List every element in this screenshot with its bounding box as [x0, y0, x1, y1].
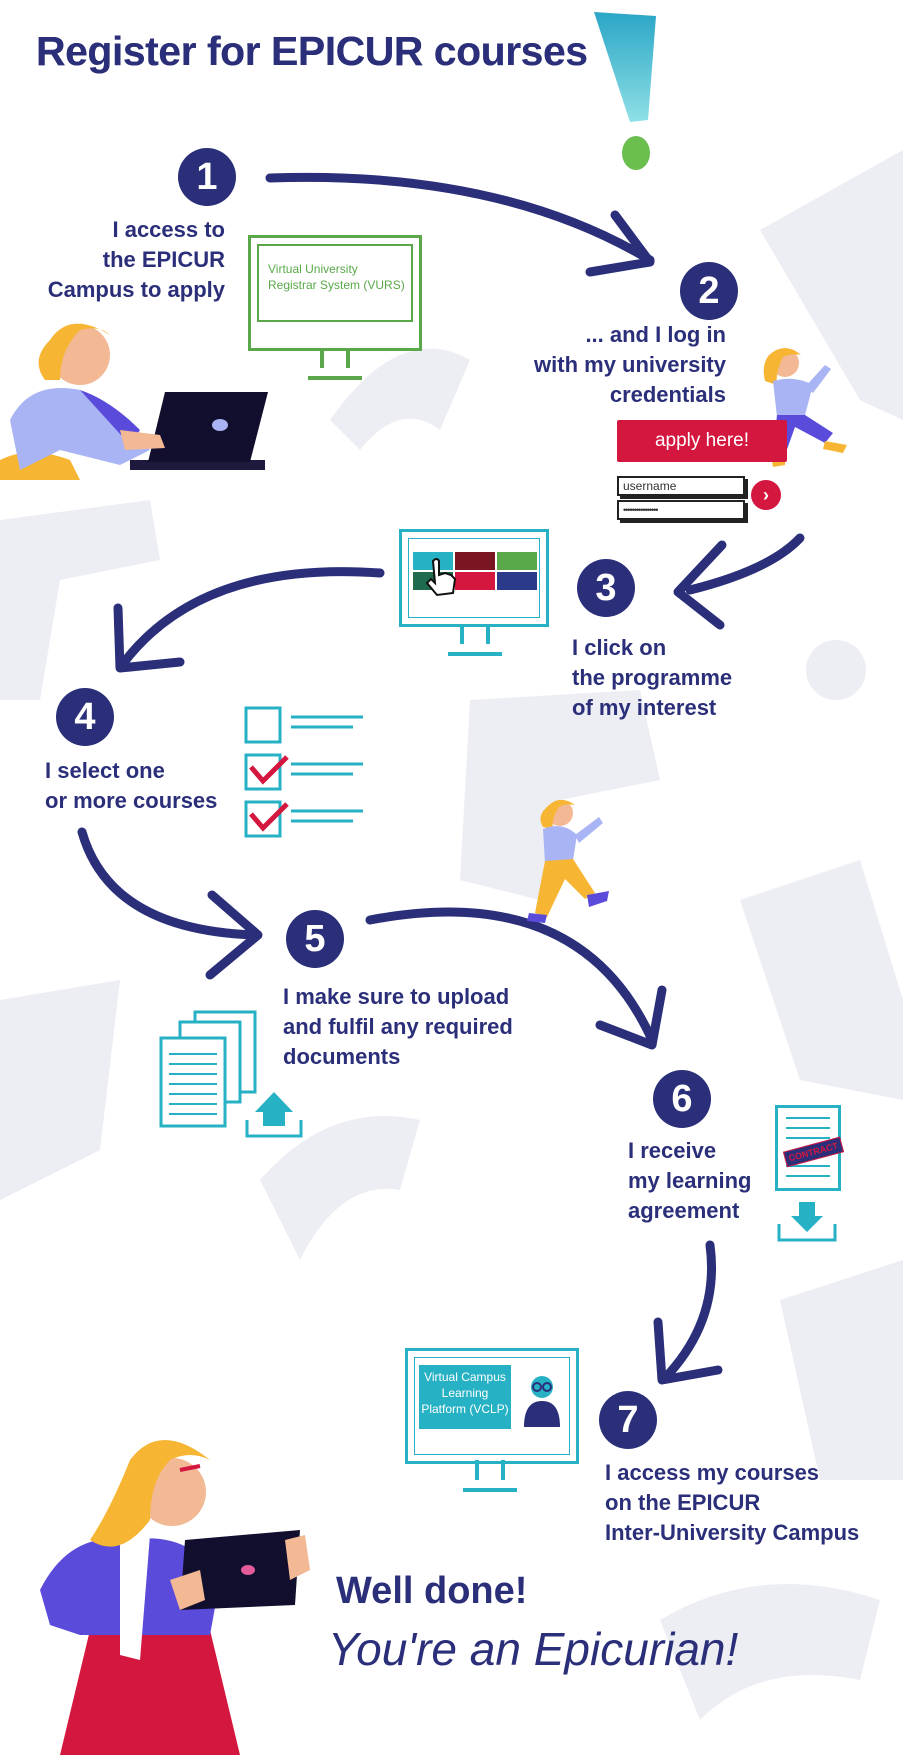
documents-upload-icon: [159, 1010, 303, 1138]
person-tablet-illustration: [40, 1440, 310, 1755]
download-icon: [777, 1202, 837, 1242]
step-4-text: I select one or more courses: [45, 758, 218, 813]
course-checklist-icon: [244, 706, 363, 838]
step-2-text: ... and I log in with my university cred…: [534, 322, 726, 407]
vclp-monitor-stand: [463, 1460, 517, 1492]
vurs-monitor-stand: [308, 348, 362, 380]
person-jumping-illustration: [763, 348, 847, 467]
arrow-1-to-2: [265, 172, 655, 265]
arrow-4-to-5: [77, 827, 260, 940]
programme-monitor: [399, 529, 549, 627]
contract-document-icon: CONTRACT: [775, 1105, 844, 1191]
username-field[interactable]: username: [617, 476, 745, 496]
step-5-number: 5: [286, 910, 344, 968]
step-1-number: 1: [178, 148, 236, 206]
vurs-monitor: Virtual University Registrar System (VUR…: [248, 235, 422, 351]
arrow-2-to-3: [685, 533, 805, 595]
person-laptop-illustration: [0, 323, 268, 480]
step-6-text: I receive my learning agreement: [628, 1138, 752, 1223]
step-3-text: I click on the programme of my interest: [572, 635, 733, 720]
well-done-heading: Well done!: [336, 1570, 528, 1612]
step-4-number: 4: [56, 688, 114, 746]
arrow-3-to-4: [117, 567, 385, 670]
vurs-screen-label: Virtual University Registrar System (VUR…: [268, 262, 405, 292]
vclp-monitor: Virtual Campus Learning Platform (VCLP): [405, 1348, 579, 1464]
step-2-number: 2: [680, 262, 738, 320]
exclamation-icon: [594, 12, 656, 170]
step-1-text: I access to the EPICUR Campus to apply: [47, 217, 225, 302]
step-5-text: I make sure to upload and fulfil any req…: [283, 984, 513, 1069]
arrow-5-to-6: [365, 907, 657, 1045]
password-field[interactable]: ••••••••••••••••: [617, 500, 745, 520]
step-6-number: 6: [653, 1070, 711, 1128]
hand-pointer-icon: [425, 558, 457, 597]
person-walking-illustration: [527, 799, 609, 923]
chevron-right-icon[interactable]: ›: [751, 480, 781, 510]
page-title: Register for EPICUR courses: [36, 28, 588, 74]
avatar-icon: [524, 1376, 560, 1427]
step-3-number: 3: [577, 559, 635, 617]
step-7-number: 7: [599, 1391, 657, 1449]
arrow-6-to-7: [660, 1240, 717, 1383]
epicurian-tagline: You're an Epicurian!: [328, 1623, 739, 1675]
step-7-text: I access my courses on the EPICUR Inter-…: [605, 1460, 860, 1545]
vclp-screen-label: Virtual Campus Learning Platform (VCLP): [419, 1365, 511, 1429]
apply-here-button[interactable]: apply here!: [617, 420, 787, 462]
programme-monitor-stand: [448, 624, 502, 656]
